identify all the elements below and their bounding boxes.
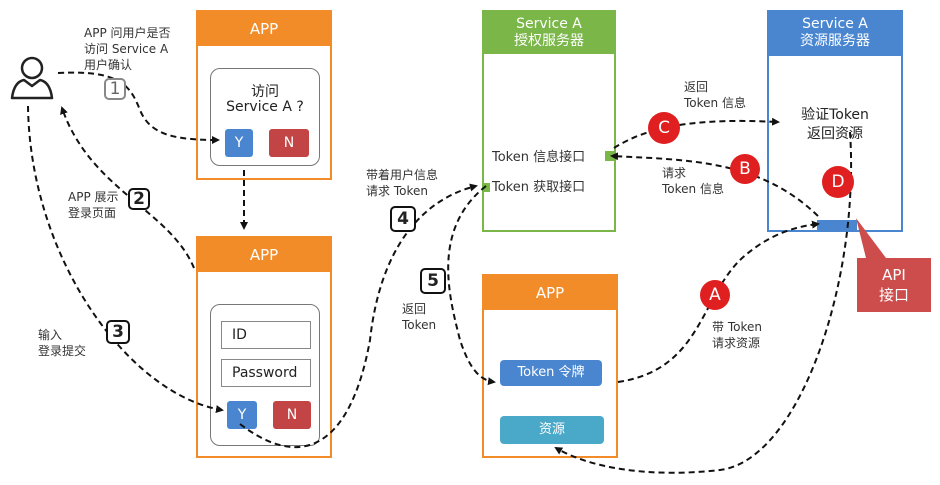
marker-b: B [730, 154, 760, 184]
token-info-api-label: Token 信息接口 [492, 150, 586, 165]
auth-server-title-line2: 授权服务器 [514, 33, 584, 49]
marker-d: D [822, 166, 854, 198]
marker-a-label-line1: 带 Token [712, 320, 762, 334]
step-1-badge: 1 [104, 78, 126, 100]
verify-token-line2: 返回资源 [807, 126, 863, 142]
app-client-box: APP Token 令牌 资源 [482, 274, 618, 458]
login-cancel-button[interactable]: N [273, 401, 311, 429]
app-consent-title: APP [198, 12, 330, 46]
step-5-label-line2: Token [402, 318, 437, 332]
token-get-api-label: Token 获取接口 [492, 180, 586, 195]
marker-b-label-line1: 请求 [662, 166, 687, 180]
resource-button[interactable]: 资源 [500, 416, 604, 444]
step-5-label-line1: 返回 [402, 302, 427, 316]
marker-a: A [700, 280, 730, 310]
verify-token-line1: 验证Token [801, 107, 869, 123]
arrow-step-4 [239, 183, 478, 449]
marker-a-label-line2: 请求资源 [712, 336, 761, 350]
step-2-label-line1: APP 展示 [68, 190, 119, 204]
step-3-badge: 3 [106, 320, 130, 344]
api-callout-line1: API [882, 266, 906, 284]
arrow-d [554, 131, 852, 474]
arrow-step-1 [57, 71, 220, 144]
resource-server-title-line1: Service A [802, 16, 868, 32]
app-client-title: APP [484, 276, 616, 310]
step-2-badge: 2 [128, 188, 150, 210]
app-login-title: APP [198, 238, 330, 272]
auth-server-title-line1: Service A [516, 16, 582, 32]
step-3-label-line1: 输入 [38, 328, 63, 342]
app-login-box: APP ID Password Y N [196, 236, 332, 458]
password-field[interactable]: Password [221, 359, 311, 387]
marker-b-label-line2: Token 信息 [662, 182, 724, 196]
marker-c-label-line1: 返回 [684, 80, 709, 94]
login-form: ID Password Y N [210, 304, 320, 446]
consent-question-line1: 访问 [251, 84, 279, 100]
arrow-step-3 [27, 105, 224, 413]
resource-server-header: Service A 资源服务器 [769, 12, 901, 56]
consent-question-line2: Service A ? [226, 99, 304, 115]
step-1-label-line1: APP 问用户是否 [84, 26, 171, 40]
resource-server-title-line2: 资源服务器 [800, 33, 870, 49]
step-4-label-line2: 请求 Token [366, 184, 428, 198]
consent-yes-button[interactable]: Y [225, 129, 253, 157]
person-icon [10, 56, 54, 100]
api-callout-pointer [856, 218, 886, 258]
arrow-a [617, 220, 820, 383]
resource-server-box: Service A 资源服务器 验证Token 返回资源 [767, 10, 903, 232]
step-1-label-line3: 用户确认 [84, 58, 133, 72]
token-info-api-port [605, 151, 615, 161]
step-5-badge: 5 [420, 268, 446, 294]
consent-no-button[interactable]: N [269, 129, 309, 157]
step-2-label-line2: 登录页面 [68, 206, 117, 220]
id-field[interactable]: ID [221, 321, 311, 349]
arrow-step-2 [60, 106, 195, 269]
app-consent-box: APP 访问 Service A ? Y N [196, 10, 332, 180]
arrow-step-5 [447, 185, 496, 386]
step-4-badge: 4 [390, 206, 416, 232]
token-button[interactable]: Token 令牌 [500, 360, 602, 386]
auth-server-box: Service A 授权服务器 Token 信息接口 Token 获取接口 [482, 10, 616, 232]
arrow-c [613, 117, 780, 149]
arrow-b [610, 152, 819, 217]
marker-c-label-line2: Token 信息 [684, 96, 746, 110]
api-callout: API 接口 [857, 258, 931, 312]
marker-c: C [648, 112, 680, 144]
token-get-api-port [482, 183, 490, 192]
step-3-label-line2: 登录提交 [38, 344, 87, 358]
consent-dialog: 访问 Service A ? Y N [210, 68, 320, 166]
api-callout-line2: 接口 [878, 286, 909, 304]
step-4-label-line1: 带着用户信息 [366, 168, 439, 182]
auth-server-header: Service A 授权服务器 [484, 12, 614, 54]
step-1-label-line2: 访问 Service A [84, 42, 169, 56]
